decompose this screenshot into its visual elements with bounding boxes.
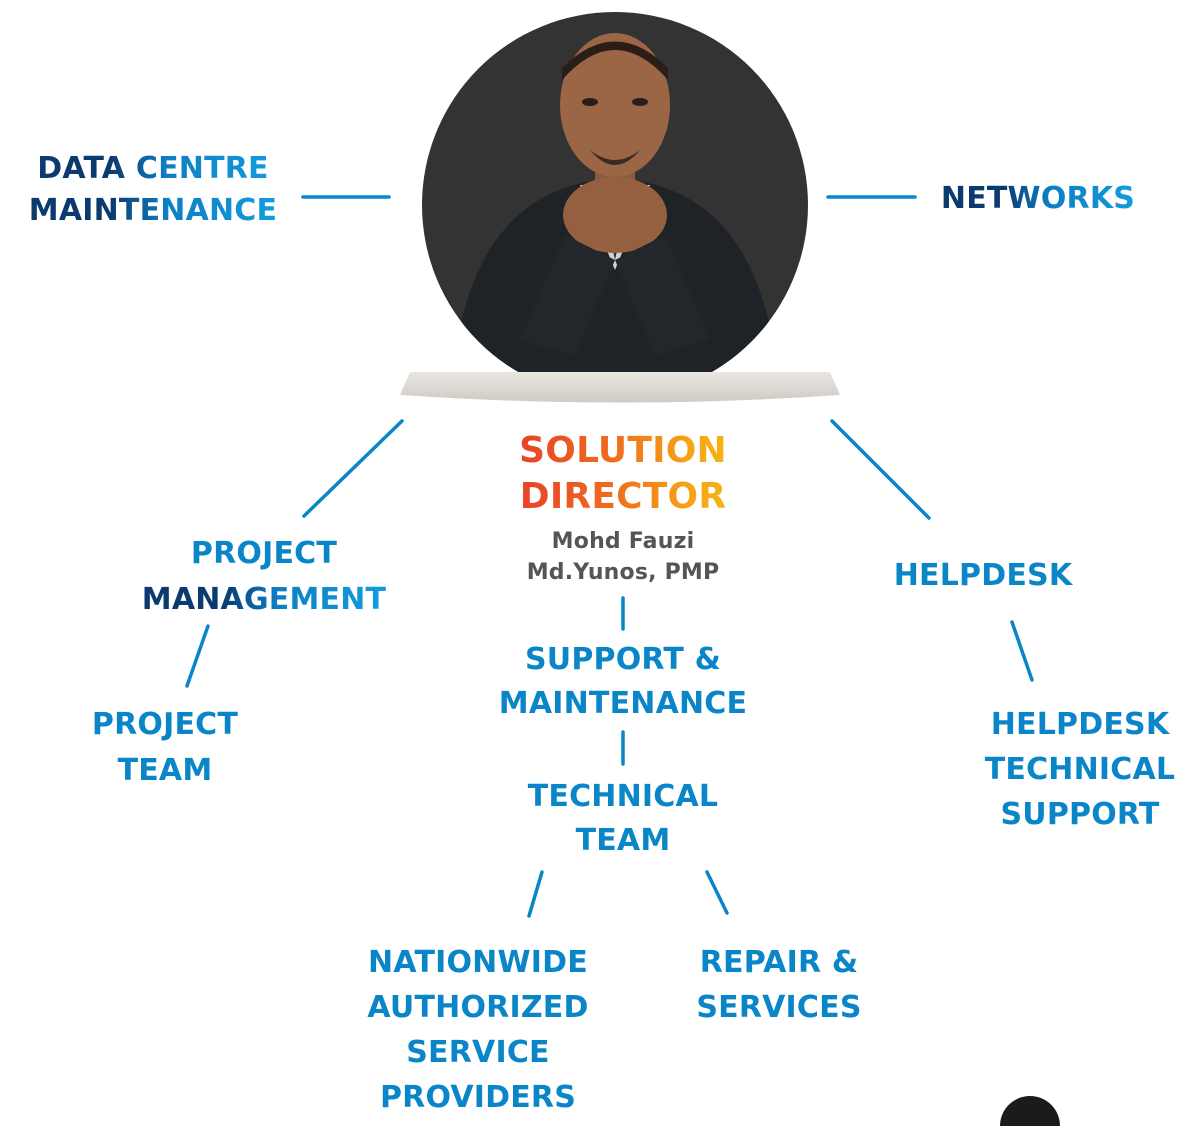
node-networks: NETWORKS [924, 178, 1152, 220]
name-line1: Mohd Fauzi [551, 529, 695, 554]
node-helpdesk-technical-support: HELPDESK TECHNICAL SUPPORT [968, 702, 1192, 837]
line-nationwide [527, 870, 544, 918]
repair-line2: SERVICES [696, 990, 862, 1025]
director-name: Mohd Fauzi Md.Yunos, PMP [490, 526, 756, 588]
repair-line1: REPAIR & [699, 945, 859, 980]
node-repair-services: REPAIR & SERVICES [680, 940, 878, 1030]
title-line1: SOLUTION [490, 428, 756, 474]
project-management-line1: PROJECT [190, 536, 338, 571]
support-line1: SUPPORT & [524, 642, 722, 677]
project-team-line1: PROJECT [91, 707, 239, 742]
hts-line2: TECHNICAL [984, 752, 1176, 787]
support-line2: MAINTENANCE [498, 686, 748, 721]
node-nationwide-providers: NATIONWIDE AUTHORIZED SERVICE PROVIDERS [346, 940, 610, 1120]
node-project-team: PROJECT TEAM [70, 702, 260, 794]
nationwide-line4: PROVIDERS [379, 1080, 577, 1115]
director-portrait [400, 12, 840, 403]
networks-line1: NETWORKS [940, 181, 1136, 216]
line-helpdesk-support [1010, 620, 1034, 682]
hts-line3: SUPPORT [1000, 797, 1160, 832]
technical-line1: TECHNICAL [527, 779, 719, 814]
project-management-line2: MANAGEMENT [125, 577, 403, 623]
nationwide-line2: AUTHORIZED [367, 990, 589, 1025]
solution-director-title: SOLUTION DIRECTOR [490, 428, 756, 520]
nationwide-line3: SERVICE [406, 1035, 550, 1070]
title-line2: DIRECTOR [490, 474, 756, 520]
node-technical-team: TECHNICAL TEAM [500, 775, 746, 863]
hts-line1: HELPDESK [990, 707, 1170, 742]
name-line2: Md.Yunos, PMP [526, 560, 720, 585]
data-centre-line1: DATA CENTRE [37, 151, 269, 186]
project-team-line2: TEAM [117, 753, 213, 788]
line-project-management [302, 419, 404, 518]
nationwide-line1: NATIONWIDE [368, 945, 588, 980]
line-helpdesk [830, 419, 931, 520]
node-data-centre: DATA CENTRE MAINTENANCE [8, 148, 298, 232]
technical-line2: TEAM [575, 823, 671, 858]
line-repair [705, 870, 729, 915]
node-project-management: PROJECT MANAGEMENT [125, 531, 403, 623]
data-centre-line2: MAINTENANCE [28, 193, 278, 228]
node-helpdesk: HELPDESK [880, 555, 1086, 597]
helpdesk-line1: HELPDESK [893, 558, 1073, 593]
node-support-maintenance: SUPPORT & MAINTENANCE [474, 638, 772, 726]
line-project-team [185, 624, 210, 688]
